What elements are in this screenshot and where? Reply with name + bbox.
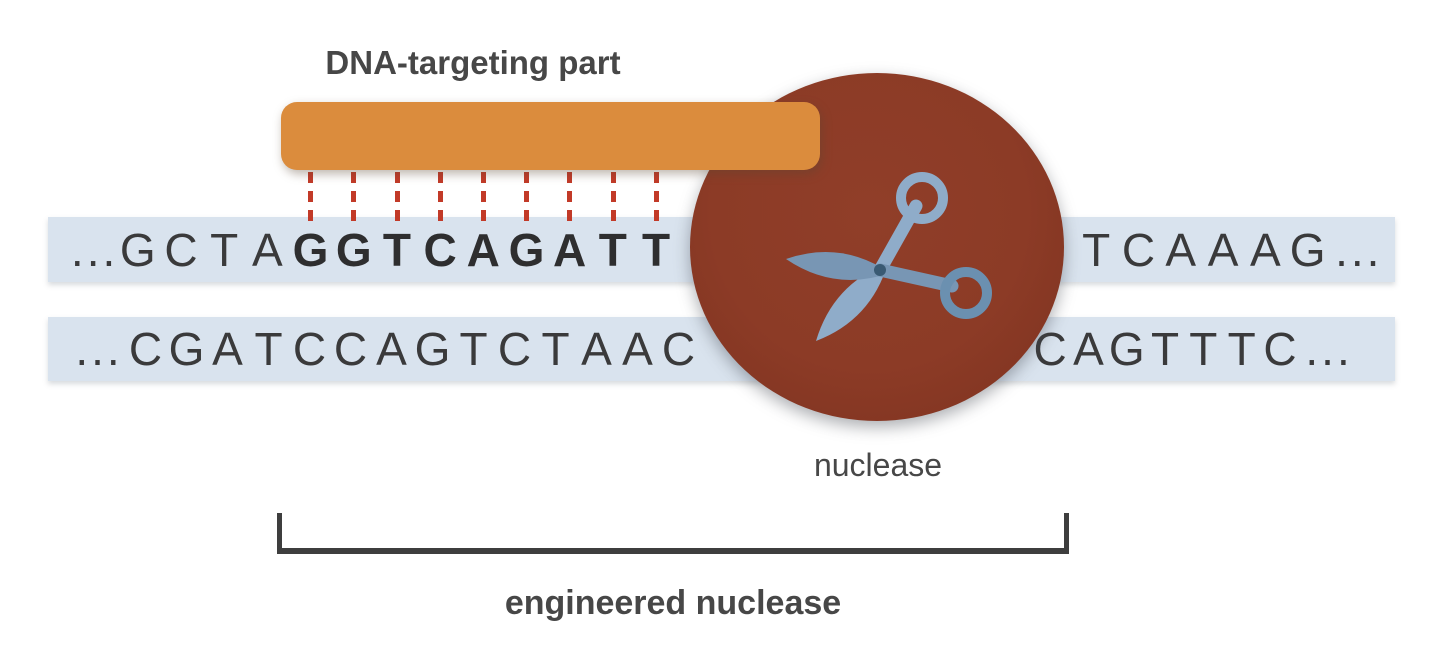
pairing-dash: [653, 172, 659, 225]
dna-base: C: [333, 323, 368, 375]
dna-base: C: [1263, 323, 1297, 375]
dna-base: T: [382, 223, 411, 276]
dna-base: T: [1082, 223, 1111, 276]
dna-ellipsis: ...: [1335, 223, 1383, 276]
pairing-dash: [567, 172, 573, 225]
dna-base: A: [376, 323, 407, 375]
dna-base: C: [1121, 223, 1156, 276]
pairing-dash: [394, 172, 400, 225]
dna-base: G: [1289, 223, 1326, 276]
dna-base: A: [1165, 223, 1197, 276]
engineered-nuclease-label: engineered nuclease: [504, 584, 842, 622]
dna-base: C: [423, 223, 457, 276]
dna-ellipsis: ...: [75, 323, 123, 375]
pairing-dash: [610, 172, 616, 225]
dna-base: T: [598, 223, 627, 276]
pairing-dash: [351, 172, 357, 225]
dna-base: C: [661, 323, 696, 375]
dna-base: T: [541, 323, 570, 375]
dna-base: C: [128, 323, 163, 375]
dna-base: T: [1189, 323, 1218, 375]
dna-base: T: [254, 323, 283, 375]
dna-base: G: [119, 223, 156, 276]
dna-base: T: [1227, 323, 1256, 375]
dna-ellipsis: ...: [70, 223, 119, 276]
dna-base: A: [252, 223, 283, 276]
dna-base: T: [210, 223, 239, 276]
pairing-dash: [524, 172, 530, 225]
dna-base: A: [1249, 223, 1281, 276]
pairing-dash: [308, 172, 314, 225]
scissors-icon: [786, 172, 992, 341]
dna-base: A: [622, 323, 653, 375]
dna-ellipsis: ...: [1305, 323, 1353, 375]
dna-base: G: [292, 223, 329, 276]
scissors-pivot-dot: [874, 264, 886, 276]
nuclease-circle: [690, 73, 1064, 421]
dna-base: G: [414, 323, 451, 375]
pairing-dash: [480, 172, 486, 225]
dna-base: A: [581, 323, 612, 375]
dna-base: T: [1150, 323, 1180, 375]
dna-base: T: [459, 323, 488, 375]
dna-base: A: [553, 223, 587, 276]
dna-base: A: [1073, 323, 1104, 375]
dna-base: G: [1108, 323, 1145, 375]
dna-base: C: [497, 323, 532, 375]
nuclease-label: nuclease: [813, 447, 943, 483]
bracket-bar: [277, 548, 1069, 554]
dna-base: T: [641, 223, 671, 276]
dna-targeting-part-label: DNA-targeting part: [325, 44, 621, 81]
dna-base: C: [164, 223, 198, 276]
dna-base: G: [168, 323, 205, 375]
dna-base: G: [335, 223, 372, 276]
bracket-right-tick: [1064, 513, 1069, 554]
pairing-dash: [437, 172, 443, 225]
dna-targeting-bar: [281, 102, 820, 170]
dna-base: A: [1207, 223, 1239, 276]
dna-base: C: [292, 323, 327, 375]
dna-base: A: [466, 223, 500, 276]
dna-base: G: [508, 223, 545, 276]
dna-base: A: [212, 323, 243, 375]
bracket-left-tick: [277, 513, 282, 554]
